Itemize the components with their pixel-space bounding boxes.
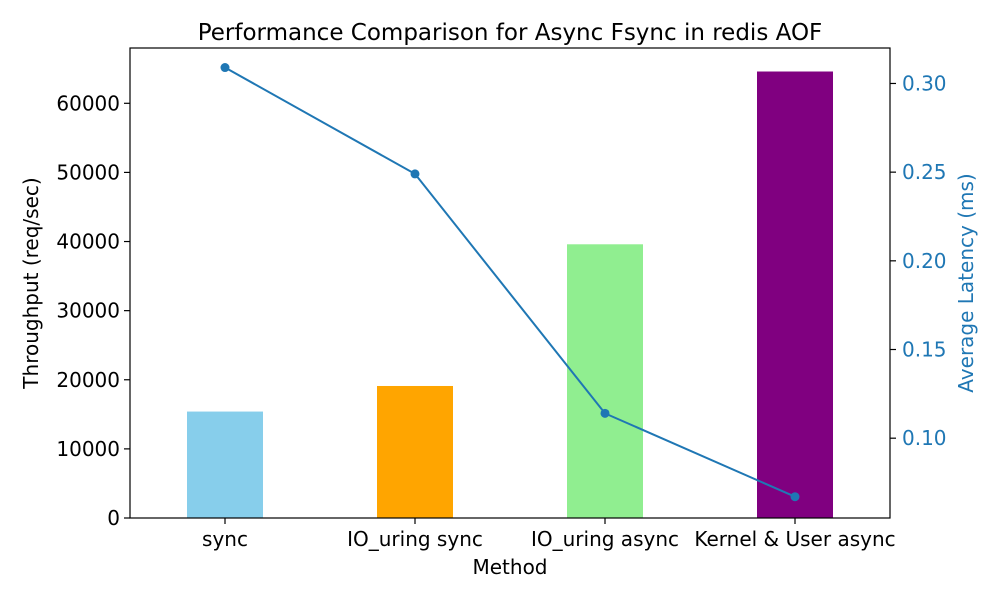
y-tick-label-6: 60000 bbox=[56, 91, 120, 115]
x-tick-label-1: IO_uring sync bbox=[347, 527, 483, 551]
y-axis-label: Throughput (req/sec) bbox=[19, 177, 43, 389]
y-tick-label-4: 40000 bbox=[56, 230, 120, 254]
y2-tick-label-0: 0.10 bbox=[902, 426, 947, 450]
x-tick-label-0: sync bbox=[202, 527, 248, 551]
y-tick-label-5: 50000 bbox=[56, 160, 120, 184]
right-axis: 0.10 0.15 0.20 0.25 0.30 bbox=[890, 71, 947, 450]
bar-1 bbox=[377, 385, 453, 518]
chart-title: Performance Comparison for Async Fsync i… bbox=[198, 20, 823, 46]
left-axis: 0 10000 20000 30000 40000 50000 60000 bbox=[56, 91, 130, 530]
latency-point-2 bbox=[600, 408, 610, 418]
y-tick-label-2: 20000 bbox=[56, 368, 120, 392]
x-axis: sync IO_uring sync IO_uring async Kernel & … bbox=[202, 518, 896, 551]
bar-3 bbox=[757, 71, 833, 518]
y2-axis-label: Average Latency (ms) bbox=[954, 173, 978, 392]
y2-tick-label-2: 0.20 bbox=[902, 249, 947, 273]
x-tick-label-3: Kernel & User async bbox=[694, 527, 895, 551]
x-tick-label-2: IO_uring async bbox=[531, 527, 679, 551]
latency-point-3 bbox=[790, 492, 800, 502]
latency-line-path bbox=[224, 66, 796, 498]
plot-frame bbox=[129, 47, 891, 519]
latency-line bbox=[220, 63, 800, 502]
y-tick-label-1: 10000 bbox=[56, 437, 120, 461]
x-axis-label: Method bbox=[472, 555, 547, 579]
y-tick-label-0: 0 bbox=[107, 506, 120, 530]
y2-tick-label-4: 0.30 bbox=[902, 71, 947, 95]
bars bbox=[187, 71, 833, 518]
y2-tick-label-1: 0.15 bbox=[902, 338, 947, 362]
latency-point-1 bbox=[410, 169, 420, 179]
latency-point-0 bbox=[220, 63, 230, 73]
y-tick-label-3: 30000 bbox=[56, 299, 120, 323]
y2-tick-label-3: 0.25 bbox=[902, 160, 947, 184]
bar-0 bbox=[187, 411, 263, 518]
